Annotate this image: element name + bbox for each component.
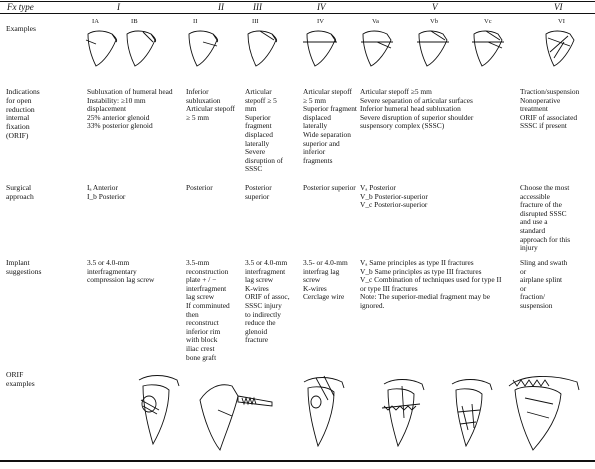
scapula-3-icon (247, 30, 278, 67)
scapula-4-icon (303, 30, 337, 67)
bottom-rule (0, 460, 595, 462)
implant-type-1: 3.5 or 4.0-mm interfragmentary compressi… (87, 258, 155, 285)
surgical-type-4: Posterior superior (303, 183, 356, 192)
indication-type-5: Articular stepoff ≥5 mm Severe separatio… (360, 87, 474, 131)
col-header-1: I (117, 2, 120, 12)
surgical-type-6: Choose the most accessible fracture of t… (520, 183, 571, 253)
subtype-1b: IB (131, 18, 138, 25)
surgical-type-2: Posterior (186, 183, 213, 192)
subtype-5a: Va (372, 18, 379, 25)
row-label-surgical: Surgical approach (6, 183, 34, 201)
header-rule (0, 13, 595, 14)
scapula-1b-icon (126, 30, 157, 67)
surgical-type-3: Posterior superior (245, 183, 272, 201)
col-header-5: V (432, 2, 438, 12)
col-header-4: IV (317, 2, 326, 12)
scapula-6-icon (545, 30, 575, 67)
top-rule (0, 1, 595, 2)
surgical-type-5: Vₐ Posterior V_b Posterior-superior V_c … (360, 183, 428, 210)
scapula-1a-icon (85, 30, 118, 67)
scapula-5b-icon (417, 30, 449, 67)
fx-type-header: Fx type (7, 2, 34, 12)
indication-type-6: Traction/suspension Nonoperative treatme… (520, 87, 580, 131)
subtype-3: III (252, 18, 259, 25)
subtype-2: II (193, 18, 198, 25)
implant-type-4: 3.5- or 4.0-mm interfrag lag screw K-wir… (303, 258, 348, 302)
col-header-3: III (253, 2, 262, 12)
subtype-5b: Vb (430, 18, 439, 25)
implant-type-2: 3.5-mm reconstruction plate + / − interf… (186, 258, 230, 362)
subtype-4: IV (317, 18, 324, 25)
implant-type-6: Sling and swath or airplane splint or fr… (520, 258, 568, 310)
subtype-6: VI (558, 18, 565, 25)
col-header-6: VI (554, 2, 563, 12)
orif-type-6-icon (508, 375, 580, 451)
implant-type-3: 3.5 or 4.0-mm interfragment lag screw K-… (245, 258, 290, 345)
scapula-2-icon (188, 30, 219, 67)
row-label-examples: Examples (6, 24, 36, 33)
indication-type-1: Subluxation of humeral head Instability:… (87, 87, 173, 131)
col-header-2: II (218, 2, 224, 12)
row-label-indications: Indications for open reduction internal … (6, 87, 40, 140)
scapula-5a-icon (361, 30, 393, 67)
orif-type-4-icon (381, 379, 425, 448)
orif-type-2-icon (199, 384, 273, 451)
indication-type-3: Articular stepoff ≥ 5 mm Superior fragme… (245, 87, 283, 174)
surgical-type-1: Iₐ Anterior I_b Posterior (87, 183, 126, 201)
subtype-5c: Vc (484, 18, 492, 25)
indication-type-2: Inferior subluxation Articular stepoff ≥… (186, 87, 235, 122)
orif-type-5-icon (451, 379, 493, 448)
row-label-orif: ORIF examples (6, 370, 35, 388)
row-label-implant: Implant suggestions (6, 258, 42, 276)
implant-type-5: Vₐ Same principles as type II fractures … (360, 258, 502, 310)
scapula-5c-icon (472, 30, 504, 67)
orif-type-1-icon (138, 375, 180, 446)
subtype-1a: IA (92, 18, 99, 25)
orif-type-3-icon (303, 375, 345, 448)
indication-type-4: Articular stepoff ≥ 5 mm Superior fragme… (303, 87, 357, 165)
